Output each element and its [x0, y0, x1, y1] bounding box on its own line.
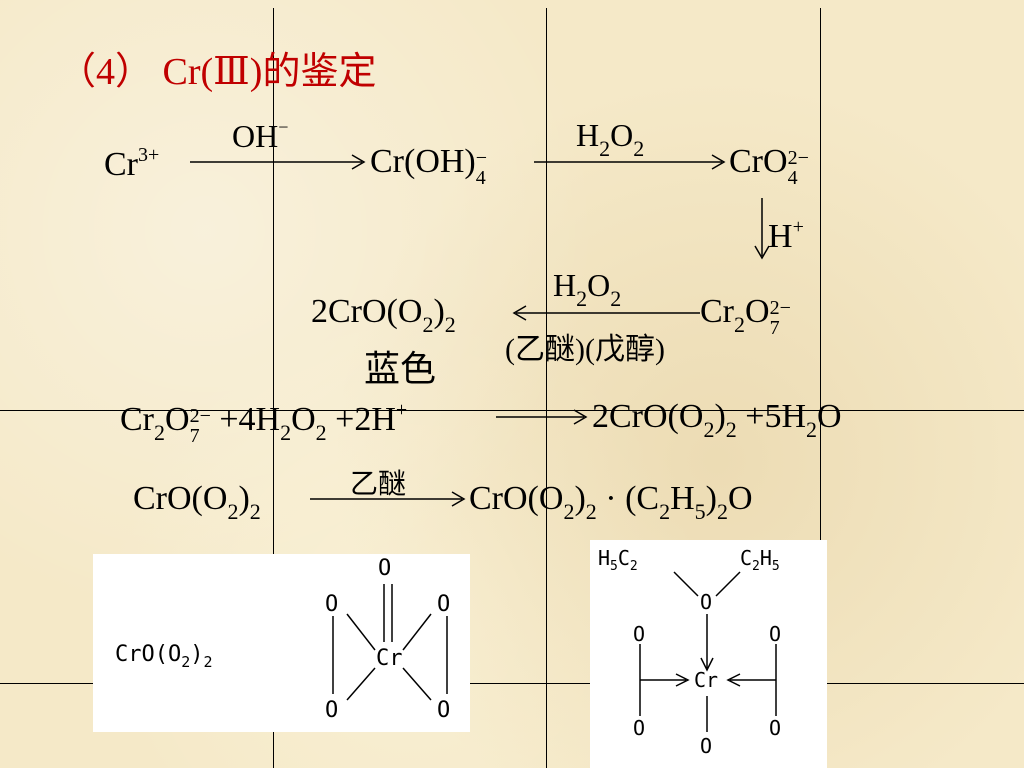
- reaction2-arrow-label: H2O2: [553, 267, 622, 311]
- structure1-upper-right-o: O: [437, 592, 451, 617]
- grid-line-horizontal-1: [0, 410, 1024, 411]
- grid-line-vertical-1: [273, 8, 274, 768]
- reaction3-arrow: [496, 409, 588, 425]
- structure1-formula: CrO(O2)2: [115, 642, 213, 671]
- slide-title: （4） Cr(Ⅲ)的鉴定: [58, 51, 377, 93]
- reaction4-arrow: [310, 491, 466, 507]
- reaction2-product: 2CrO(O2)2: [311, 293, 456, 337]
- structure1-top-o: O: [378, 556, 392, 581]
- reaction4-product: CrO(O2)2 · (C2H5)2O: [469, 480, 753, 524]
- structure1-upper-left-o: O: [325, 592, 339, 617]
- structure1-panel: CrO(O2)2 O O O Cr O O: [93, 554, 470, 732]
- reaction1-arrow1: [190, 154, 366, 170]
- grid-line-vertical-3: [820, 8, 821, 768]
- structure2-lower-right-o: O: [769, 716, 782, 740]
- structure1-center-cr: Cr: [376, 646, 403, 671]
- reaction4-arrow-label: 乙醚: [350, 469, 407, 500]
- structure2-right-ethyl: C2H5: [740, 546, 780, 574]
- reaction1-down-label: H+: [768, 216, 804, 255]
- reaction1-cr: Cr3+: [104, 144, 160, 183]
- structure2-left-ethyl: H5C2: [598, 546, 638, 574]
- reaction2-arrow-condition: (乙醚)(戊醇): [505, 333, 665, 366]
- structure2-center-cr: Cr: [694, 668, 719, 692]
- structure2-bonds: [639, 571, 777, 732]
- reaction3-right: 2CrO(O2)2 +5H2O: [592, 398, 842, 442]
- reaction1-arrow2: [534, 154, 726, 170]
- structure2-panel: H5C2 C2H5 O O O Cr O O O: [590, 540, 827, 768]
- structure1-bonds: [332, 584, 448, 701]
- structure1-lower-left-o: O: [325, 698, 339, 723]
- structure2-bottom-o: O: [700, 734, 713, 758]
- structure2-upper-left-o: O: [633, 622, 646, 646]
- grid-line-vertical-2: [546, 8, 547, 768]
- grid-line-horizontal-2: [0, 683, 1024, 684]
- reaction1-down-arrow: [754, 198, 770, 260]
- reaction4-reactant: CrO(O2)2: [133, 480, 261, 524]
- reaction2-color-label: 蓝色: [364, 349, 437, 389]
- reaction1-arrow2-label: H2O2: [576, 117, 645, 161]
- reaction2-arrow-left: [512, 305, 700, 321]
- reaction1-arrow1-label: OH−: [232, 117, 289, 154]
- reaction1-intermediate: Cr(OH)−4: [370, 143, 488, 189]
- structure2-lower-left-o: O: [633, 716, 646, 740]
- structure1-lower-right-o: O: [437, 698, 451, 723]
- structure2-ether-o: O: [700, 590, 713, 614]
- structure2-upper-right-o: O: [769, 622, 782, 646]
